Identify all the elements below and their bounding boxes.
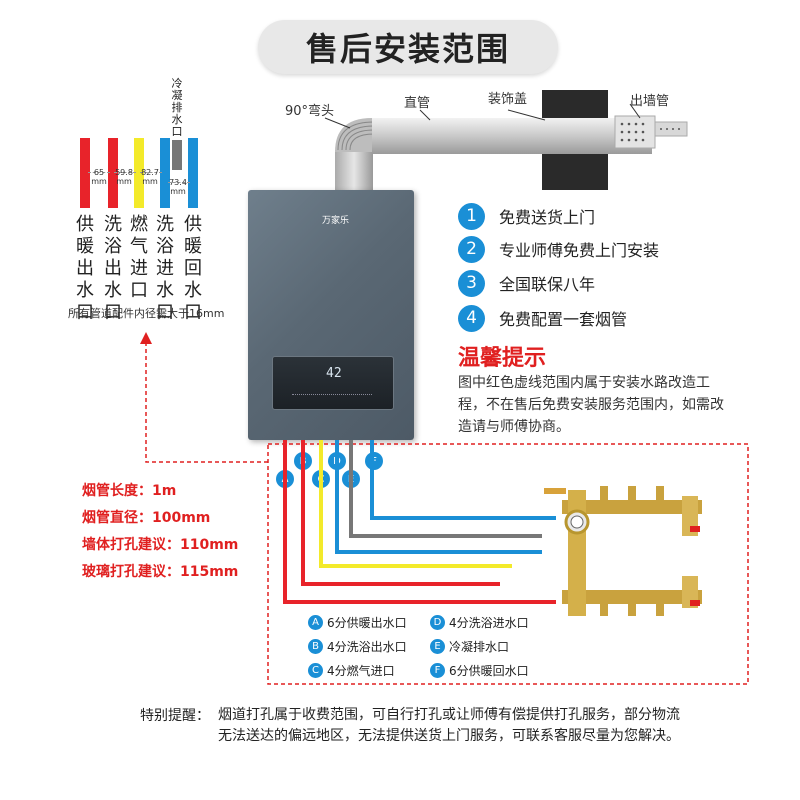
legend-c-icon: C	[308, 663, 323, 678]
straight-pipe-label: 直管	[404, 96, 431, 111]
feature-text: 免费配置一套烟管	[499, 310, 628, 329]
tip-title: 温馨提示	[458, 346, 547, 371]
dim-73: 73.4 mm	[169, 178, 187, 196]
dim-82: 82.7 mm	[141, 168, 159, 186]
number-3-icon: 3	[458, 269, 485, 297]
feature-text: 全国联保八年	[499, 275, 596, 294]
gas-in-text: 燃气进口	[130, 214, 148, 301]
dim-65: 65 mm	[91, 168, 107, 186]
dim-line	[114, 172, 136, 173]
pipe-bath-in-icon	[160, 138, 170, 208]
dim-line	[140, 172, 162, 173]
legend-f: F 6分供暖回水口	[430, 662, 529, 679]
condensate-label: 冷凝排水口	[171, 77, 183, 138]
heating-return-text: 供暖回水口	[184, 214, 202, 323]
feature-4: 4 免费配置一套烟管	[458, 303, 627, 333]
legend-c: C 4分燃气进口	[308, 662, 395, 679]
legend-e: E 冷凝排水口	[430, 638, 509, 655]
boiler-display-panel	[272, 356, 394, 410]
number-1-icon: 1	[458, 202, 485, 230]
feature-3: 3 全国联保八年	[458, 268, 595, 298]
decor-cover-label: 装饰盖	[488, 92, 528, 107]
note-label: 特别提醒：	[140, 708, 210, 724]
feature-2: 2 专业师傅免费上门安装	[458, 234, 659, 264]
feature-text: 专业师傅免费上门安装	[499, 241, 660, 260]
bath-out-text: 洗浴出水口	[104, 214, 122, 323]
legend-b-icon: B	[308, 639, 323, 654]
feature-1: 1 免费送货上门	[458, 201, 595, 231]
feature-text: 免费送货上门	[499, 208, 596, 227]
pipe-heating-return-icon	[188, 138, 198, 208]
bath-in-text: 洗浴进水口	[156, 214, 174, 323]
legend-a-icon: A	[308, 615, 323, 630]
brand-logo: 万家乐	[322, 216, 350, 226]
legend-f-icon: F	[430, 663, 445, 678]
pipe-bath-out-icon	[108, 138, 118, 208]
legend-b: B 4分洗浴出水口	[308, 638, 407, 655]
legend-e-icon: E	[430, 639, 445, 654]
note-body: 烟道打孔属于收费范围，可自行打孔或让师傅有偿提供打孔服务，部分物流无法送达的偏远…	[218, 707, 680, 744]
pipe-condensate-icon	[172, 140, 182, 170]
manifold-icon	[544, 486, 702, 616]
dim-line	[88, 172, 110, 173]
pipe-heating-out-icon	[80, 138, 90, 208]
number-2-icon: 2	[458, 235, 485, 263]
legend-d: D 4分洗浴进水口	[430, 614, 529, 631]
legend-text: 4分燃气进口	[327, 664, 395, 678]
legend-text: 4分洗浴出水口	[327, 640, 407, 654]
legend-text: 4分洗浴进水口	[449, 616, 529, 630]
legend-a: A 6分供暖出水口	[308, 614, 407, 631]
legend-text: 6分供暖回水口	[449, 664, 529, 678]
outlet-pipe-label: 出墙管	[630, 94, 670, 109]
pipe-gas-in-icon	[134, 138, 144, 208]
legend-d-icon: D	[430, 615, 445, 630]
pipe-note: 所有管道配件内径需大于16mm	[68, 307, 225, 320]
legend-text: 冷凝排水口	[449, 640, 510, 654]
dim-59: 59.8 mm	[115, 168, 133, 186]
heating-out-text: 供暖出水口	[76, 214, 94, 323]
spec-flue-length: 烟管长度：1m	[82, 483, 177, 499]
display-temp: 42	[326, 366, 342, 381]
legend-text: 6分供暖出水口	[327, 616, 407, 630]
display-buttons	[292, 394, 372, 398]
spec-glass-hole: 玻璃打孔建议：115mm	[82, 564, 239, 580]
page-title: 售后安装范围	[258, 20, 558, 74]
tip-body: 图中红色虚线范围内属于安装水路改造工程，不在售后免费安装服务范围内，如需改造请与…	[458, 375, 724, 435]
elbow-label: 90°弯头	[285, 104, 335, 119]
number-4-icon: 4	[458, 304, 485, 332]
dim-line	[168, 182, 190, 183]
spec-wall-hole: 墙体打孔建议：110mm	[82, 537, 239, 553]
spec-flue-diameter: 烟管直径：100mm	[82, 510, 211, 526]
flue-pipe-diagram	[324, 90, 688, 190]
